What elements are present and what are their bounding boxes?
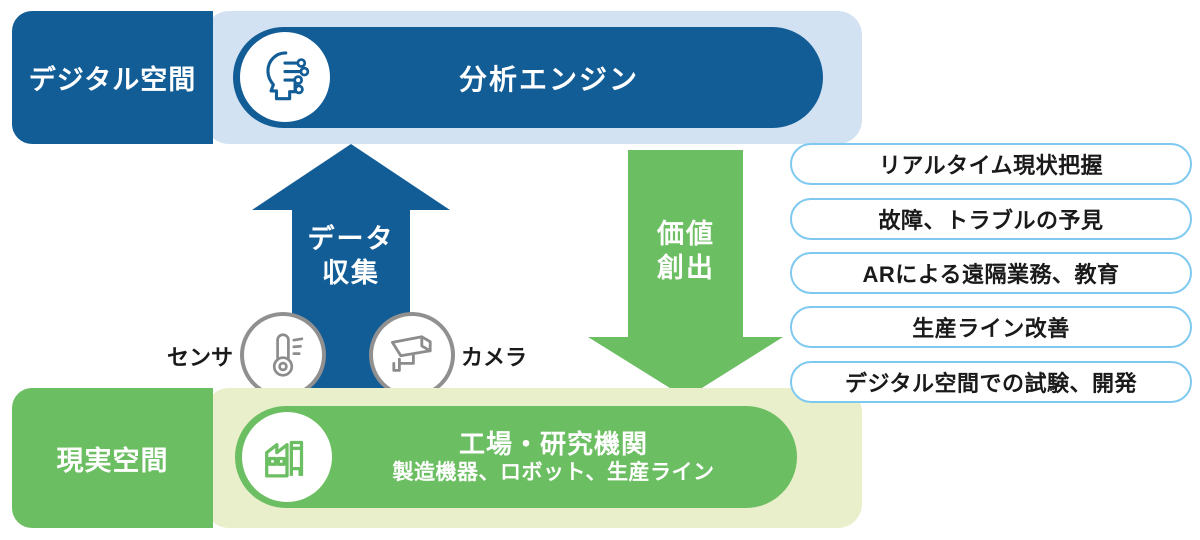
factory-icon-circle xyxy=(242,412,332,502)
factory-pill: 工場・研究機関 製造機器、ロボット、生産ライン xyxy=(235,406,797,508)
benefit-pill-line-improvement: 生産ライン改善 xyxy=(790,306,1192,348)
down-arrow-value-creation xyxy=(588,150,783,398)
factory-text-block: 工場・研究機関 製造機器、ロボット、生産ライン xyxy=(235,406,797,508)
digital-space-label: デジタル空間 xyxy=(28,65,197,95)
camera-circle xyxy=(369,312,455,398)
sensor-label: センサ xyxy=(166,345,233,370)
factory-icon xyxy=(265,440,304,478)
benefit-pill-failure-prediction: 故障、トラブルの予見 xyxy=(790,198,1192,240)
facility-subtitle: 製造機器、ロボット、生産ライン xyxy=(392,460,715,484)
real-space-label: 現実空間 xyxy=(56,445,169,476)
ai-head-circuit-icon xyxy=(266,51,310,101)
benefit-pill-digital-testing: デジタル空間での試験、開発 xyxy=(790,361,1192,403)
sensor-circle xyxy=(240,312,326,398)
benefit-pill-realtime: リアルタイム現状把握 xyxy=(790,143,1192,185)
real-space-label-box: 現実空間 xyxy=(12,388,213,528)
analysis-engine-icon-circle xyxy=(240,32,330,122)
analysis-engine-label: 分析エンジン xyxy=(458,63,639,95)
digital-space-label-box: デジタル空間 xyxy=(12,11,213,144)
facility-title: 工場・研究機関 xyxy=(458,428,648,459)
benefit-pill-ar-remote: ARによる遠隔業務、教育 xyxy=(790,252,1192,294)
value-creation-label: 価値 創出 xyxy=(657,219,715,283)
cctv-camera-icon xyxy=(391,335,432,372)
thermometer-icon xyxy=(272,333,304,377)
data-collection-label: データ 収集 xyxy=(307,224,395,288)
camera-label: カメラ xyxy=(461,345,528,370)
analysis-engine-pill: 分析エンジン xyxy=(233,27,823,128)
